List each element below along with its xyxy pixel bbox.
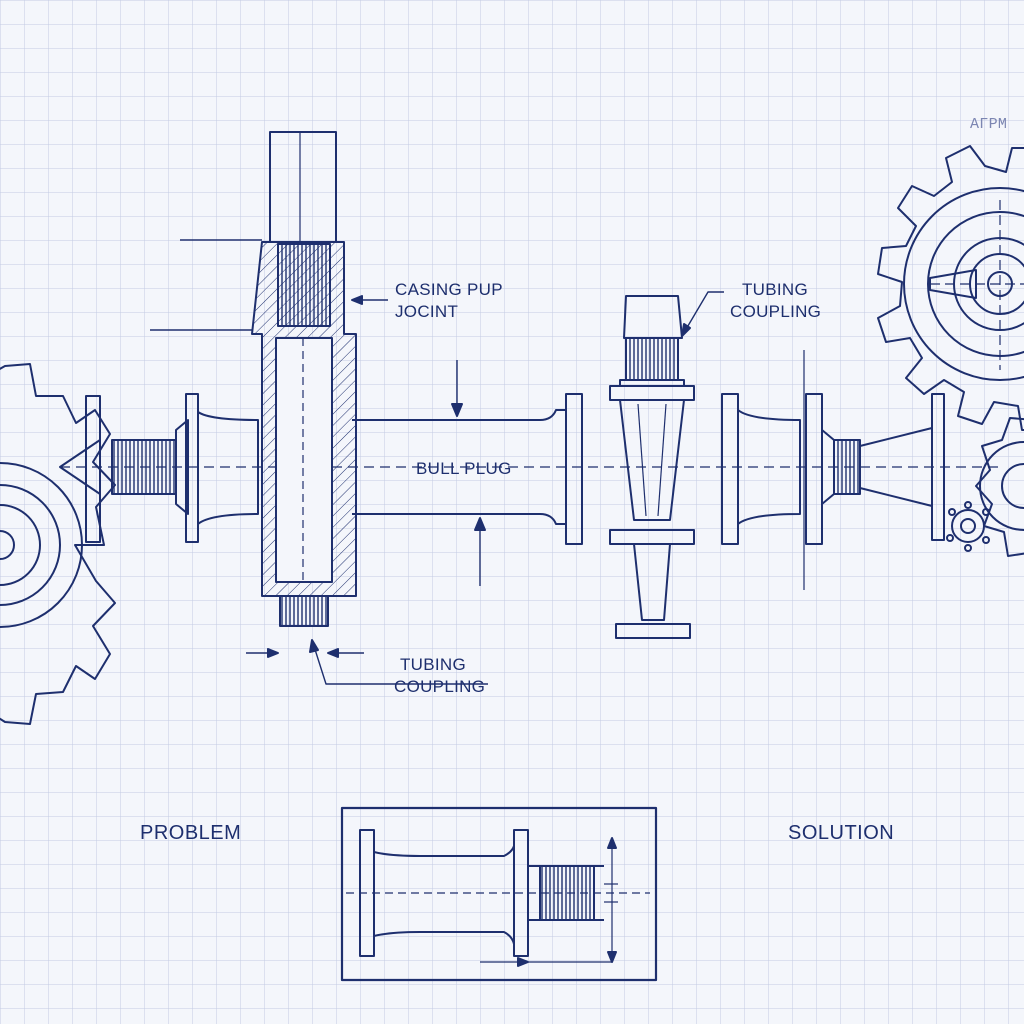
left-gear bbox=[0, 363, 116, 725]
left-flange-fitting bbox=[59, 393, 259, 543]
casing-pup-label-line1: CASING PUP bbox=[395, 280, 503, 299]
right-top-gear bbox=[877, 145, 1024, 431]
tubing-coupling-top-label-line1: TUBING bbox=[742, 280, 809, 299]
right-small-gear bbox=[975, 417, 1024, 557]
right-flange-fitting bbox=[721, 350, 945, 590]
tubing-coupling-bottom-label-line2: COUPLING bbox=[394, 677, 486, 696]
bull-plug-body bbox=[352, 393, 583, 545]
tubing-coupling-bottom-label-line1: TUBING bbox=[400, 655, 467, 674]
casing-pup-label-line2: JOCINT bbox=[395, 302, 459, 321]
tubing-coupling-vertical bbox=[609, 295, 695, 639]
detail-box bbox=[340, 806, 658, 982]
problem-label: PROBLEM bbox=[140, 822, 242, 844]
tiny-gear bbox=[946, 501, 990, 552]
bull-plug-label: BULL PLUG bbox=[416, 459, 512, 478]
solution-label: SOLUTION bbox=[788, 822, 895, 844]
corner-mark: AГРМ bbox=[970, 116, 1008, 133]
tubing-coupling-top-label-line2: COUPLING bbox=[730, 302, 822, 321]
casing-pup-joint bbox=[251, 131, 357, 627]
